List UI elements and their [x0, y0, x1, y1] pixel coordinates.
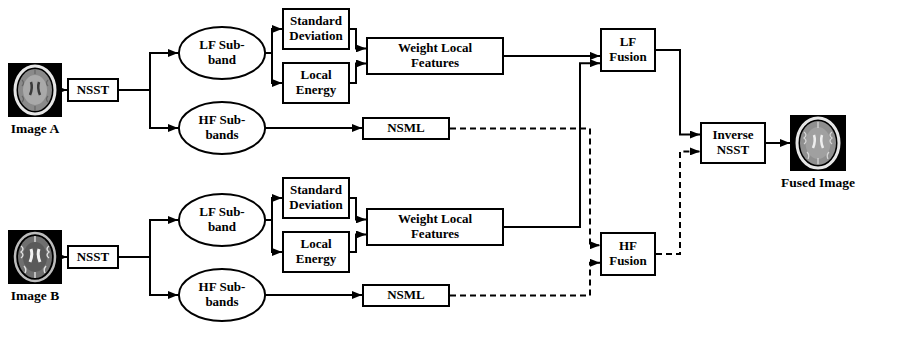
subband-ellipse: HF Sub-bands [178, 101, 266, 155]
process-box: Weight Local Features [366, 37, 504, 75]
flow-arrow [766, 142, 790, 144]
node-label: NSST [77, 250, 110, 265]
node-label: LF Sub-band [191, 205, 253, 235]
flow-arrow [119, 257, 178, 295]
node-label: Local Energy [289, 237, 343, 267]
subband-ellipse: LF Sub-band [178, 193, 266, 247]
node-label: Standard Deviation [289, 183, 343, 213]
flow-arrow [119, 53, 178, 90]
subband-ellipse: LF Sub-band [178, 26, 266, 80]
image-label: Fused Image [781, 175, 855, 191]
flow-arrow [119, 90, 178, 128]
process-box: Standard Deviation [282, 8, 350, 50]
flow-arrow [266, 29, 282, 53]
process-box: HF Fusion [600, 232, 656, 276]
flow-arrow [119, 220, 178, 257]
flow-arrow [656, 50, 700, 135]
mri-image-b [8, 230, 62, 284]
process-box: NSST [67, 78, 119, 102]
flow-arrow [350, 235, 366, 253]
process-box: NSML [362, 284, 450, 307]
process-box: Standard Deviation [282, 177, 350, 219]
node-label: NSML [387, 121, 425, 136]
flow-arrow [266, 198, 282, 220]
node-label: Local Energy [289, 68, 343, 98]
node-label: HF Fusion [607, 239, 649, 269]
process-box: Inverse NSST [700, 122, 766, 164]
image-node: Image B [8, 230, 62, 284]
node-label: HF Sub-bands [191, 113, 253, 143]
node-label: LF Fusion [607, 35, 649, 65]
dashed-arrow [450, 263, 600, 296]
subband-ellipse: HF Sub-bands [178, 268, 266, 322]
node-label: Standard Deviation [289, 14, 343, 44]
flow-arrow [350, 29, 366, 48]
node-label: LF Sub-band [191, 38, 253, 68]
process-box: NSST [67, 245, 119, 269]
process-box: Weight Local Features [366, 208, 504, 246]
image-label: Image B [11, 288, 59, 304]
mri-image-a [8, 63, 62, 117]
process-box: NSML [362, 117, 450, 140]
process-box: LF Fusion [600, 28, 656, 72]
flow-arrow [266, 220, 282, 252]
dashed-arrow [656, 151, 700, 254]
image-node: Fused Image [790, 115, 846, 171]
flow-arrow [266, 127, 362, 129]
node-label: HF Sub-bands [191, 280, 253, 310]
node-label: NSML [387, 288, 425, 303]
flow-arrow [350, 64, 366, 84]
mri-fused-image [790, 115, 846, 171]
flow-arrow [350, 198, 366, 219]
flow-arrow [266, 53, 282, 83]
node-label: Inverse NSST [707, 128, 759, 158]
node-label: Weight Local Features [373, 41, 497, 71]
flow-arrow [504, 55, 600, 57]
node-label: NSST [77, 83, 110, 98]
image-label: Image A [11, 121, 59, 137]
process-box: Local Energy [282, 62, 350, 104]
process-box: Local Energy [282, 231, 350, 273]
flow-arrow [266, 294, 362, 296]
flow-arrow [504, 63, 600, 227]
image-node: Image A [8, 63, 62, 117]
node-label: Weight Local Features [373, 212, 497, 242]
